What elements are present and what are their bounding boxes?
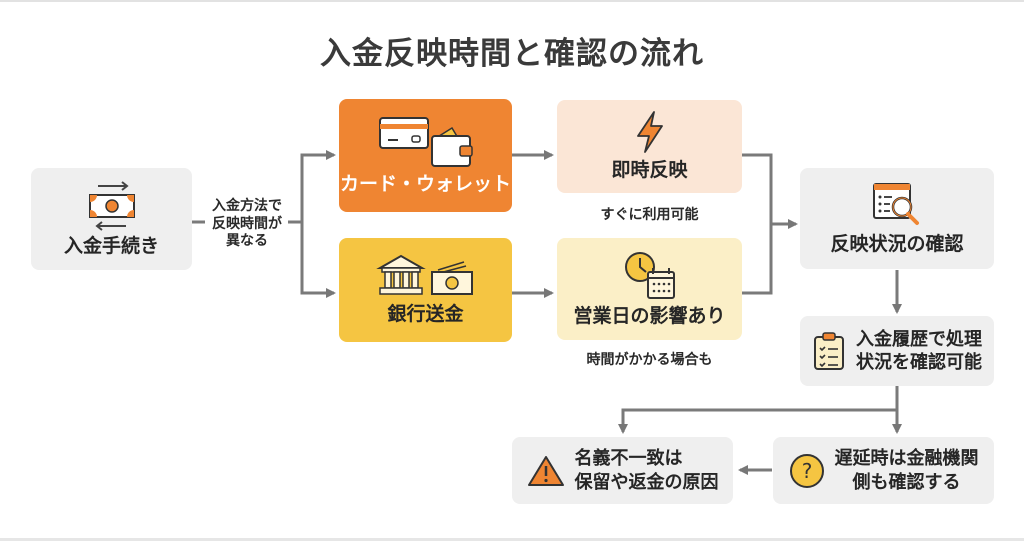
history-line: 入金履歴で処理 — [856, 328, 982, 350]
clock-calendar-icon — [624, 251, 675, 299]
history-line: 状況を確認可能 — [856, 352, 982, 373]
name-mismatch-label: 名義不一致は 保留や返金の原因 — [575, 447, 719, 494]
top-border — [0, 0, 1024, 2]
instant-label: 即時反映 — [611, 159, 688, 182]
money-exchange-icon — [88, 180, 135, 231]
node-history: 入金履歴で処理 状況を確認可能 — [800, 316, 994, 386]
node-business-day: 営業日の影響あり — [557, 238, 742, 340]
question-icon: ? — [789, 453, 824, 488]
business-day-note: 時間がかかる場合も — [586, 352, 713, 368]
svg-text:?: ? — [801, 459, 812, 483]
branch-note: 入金方法で 反映時間が 異なる — [205, 198, 289, 251]
node-delay: ? 遅延時は金融機関 側も確認する — [773, 437, 994, 504]
card-wallet-icon — [378, 117, 473, 168]
branch-note-line: 異なる — [226, 233, 268, 249]
deposit-procedure-label: 入金手続き — [63, 234, 159, 257]
card-wallet-label: カード・ウォレット — [339, 173, 511, 196]
merge-line — [742, 153, 773, 295]
name-mismatch-line: 名義不一致は — [574, 448, 683, 470]
clipboard-icon — [814, 332, 844, 370]
name-mismatch-line: 保留や返金の原因 — [574, 471, 719, 493]
arrow-to-mismatch — [618, 386, 899, 434]
node-name-mismatch: 名義不一致は 保留や返金の原因 — [512, 437, 733, 504]
arrow-to-card — [288, 150, 336, 224]
delay-line: 遅延時は金融機関 — [834, 448, 979, 470]
branch-note-line: 入金方法で — [212, 198, 282, 214]
node-instant: 即時反映 — [557, 100, 742, 193]
branch-note-line: 反映時間が — [212, 215, 282, 232]
warning-icon — [527, 455, 564, 486]
bottom-border — [0, 538, 1024, 541]
arrow-to-bank — [300, 222, 336, 298]
node-check-status: 反映状況の確認 — [800, 168, 994, 269]
node-deposit-procedure: 入金手続き — [31, 168, 192, 270]
node-card-wallet: カード・ウォレット — [339, 99, 512, 212]
bank-transfer-label: 銀行送金 — [387, 302, 464, 325]
check-status-label: 反映状況の確認 — [830, 233, 964, 256]
instant-note: すぐに利用可能 — [600, 207, 699, 223]
delay-line: 側も確認する — [852, 471, 961, 493]
lightning-icon — [636, 111, 663, 154]
search-list-icon — [873, 183, 919, 226]
business-day-label: 営業日の影響あり — [573, 304, 726, 327]
diagram-title: 入金反映時間と確認の流れ — [320, 36, 704, 72]
node-bank-transfer: 銀行送金 — [339, 238, 512, 342]
history-label: 入金履歴で処理 状況を確認可能 — [856, 328, 982, 375]
bank-cash-icon — [375, 254, 473, 295]
delay-label: 遅延時は金融機関 側も確認する — [835, 447, 979, 494]
